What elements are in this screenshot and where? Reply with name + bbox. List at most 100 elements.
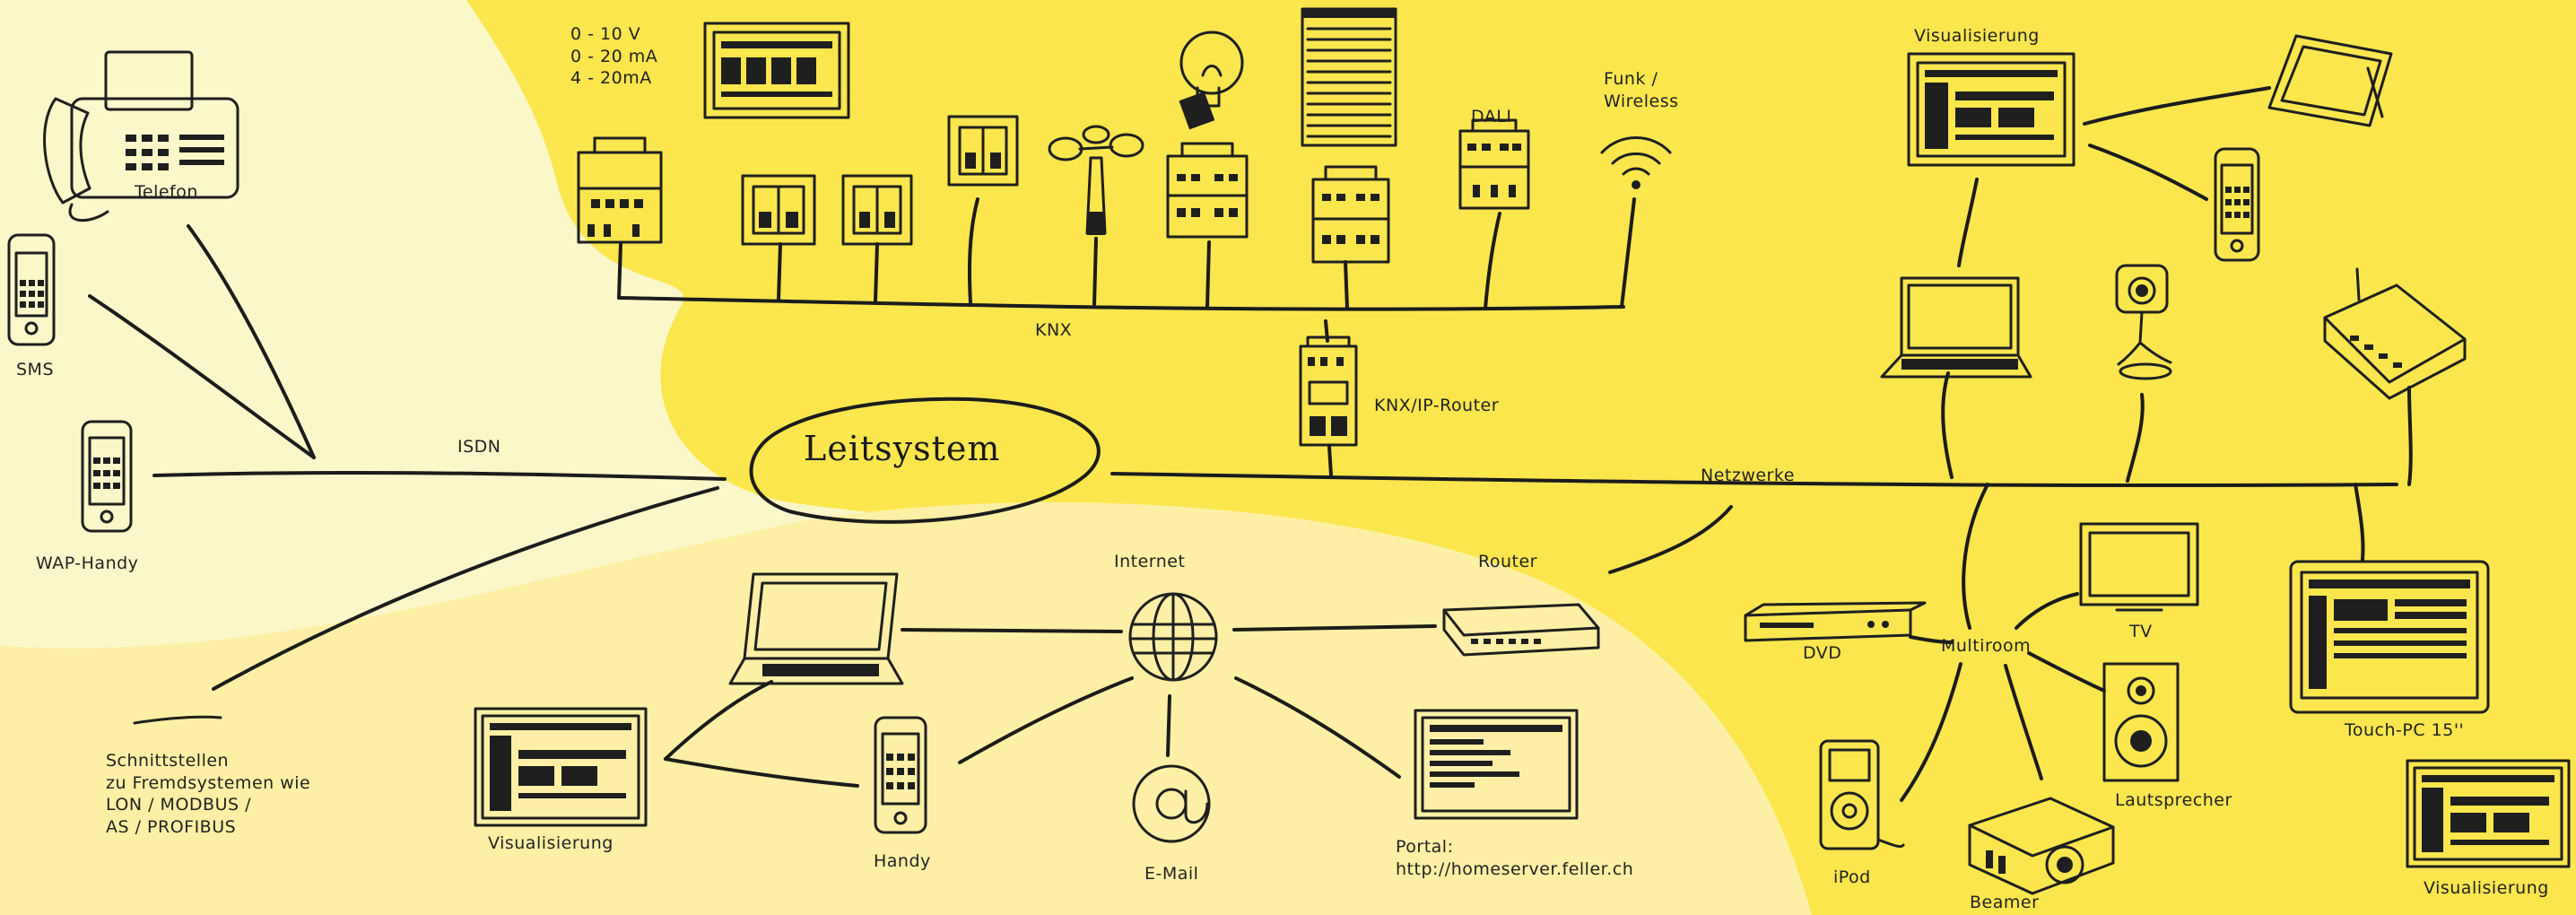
multiroom-tv — [2015, 592, 2079, 630]
knx-drop-7 — [1344, 260, 1349, 310]
net-drop-camera — [2126, 393, 2145, 483]
router-icon — [1442, 603, 1600, 657]
beamer-label: Beamer — [1970, 893, 2040, 912]
screen-icon — [1414, 709, 1579, 820]
schnittstellen-line-3: LON / MODBUS / — [106, 795, 251, 815]
actuator-icon — [577, 136, 663, 244]
knx-drop-4 — [967, 197, 979, 305]
sms-label: SMS — [16, 360, 55, 379]
switch-icon — [947, 115, 1019, 187]
bg-knx-region — [466, 0, 2576, 915]
bulb-icon — [1179, 30, 1244, 130]
net-drop-touchpc — [2354, 483, 2365, 562]
knx-label: KNX — [1035, 320, 1073, 340]
switch-icon — [841, 174, 913, 246]
portal-line-2: http://homeserver.feller.ch — [1396, 858, 1634, 879]
vis-top-down — [1957, 178, 1979, 267]
camera-icon — [2115, 264, 2172, 380]
beamer-icon — [1968, 797, 2115, 895]
internet-portal — [1234, 676, 1401, 779]
net-drop-router — [1608, 505, 1733, 574]
knx-bus-line — [617, 296, 1625, 311]
smartphone-icon — [81, 420, 133, 533]
actuator-icon — [1458, 118, 1530, 210]
net-drop-multiroom — [1962, 483, 1989, 630]
telephone-icon — [43, 50, 239, 222]
laptop-icon — [1880, 276, 2032, 379]
multiroom-beamer — [2004, 664, 2043, 780]
touch-pc-label: Touch-PC 15'' — [2345, 720, 2465, 740]
ipod-label: iPod — [1833, 867, 1871, 887]
wifi-icon — [1600, 136, 1672, 189]
laptop-icon — [728, 572, 904, 685]
screen-icon — [2406, 759, 2571, 868]
lautsprecher-label: Lautsprecher — [2115, 790, 2232, 810]
knx-drop-6 — [1205, 240, 1211, 309]
visualisierung-internet-label: Visualisierung — [488, 833, 614, 853]
internet-label: Internet — [1114, 552, 1186, 571]
isdn-line — [152, 471, 727, 481]
multiroom-ipod — [1900, 662, 1962, 802]
portal-line-1: Portal: — [1396, 837, 1454, 857]
knx-drop-5 — [1092, 237, 1098, 307]
wind-sensor-icon — [1048, 125, 1144, 235]
sms-line — [88, 294, 316, 459]
hub-label: Leitsystem — [804, 429, 1001, 468]
actuator-icon — [1166, 142, 1249, 239]
schnittstellen-label: Schnittstellen zu Fremdsystemen wie LON … — [106, 750, 310, 839]
schnittstellen-line-4: AS / PROFIBUS — [106, 817, 237, 838]
visualisierung-top-label: Visualisierung — [1914, 26, 2040, 46]
at-icon — [1132, 764, 1211, 843]
tv-label: TV — [2129, 622, 2153, 641]
internet-email — [1166, 694, 1171, 757]
ipod-icon — [1819, 739, 1905, 850]
schnittstellen-line-2: zu Fremdsystemen wie — [106, 772, 311, 793]
netzwerke-line — [1110, 472, 2398, 488]
globe-icon — [1128, 592, 1218, 682]
smartphone-icon — [874, 716, 927, 834]
portal-label: Portal: http://homeserver.feller.ch — [1396, 836, 1633, 880]
screen-icon — [1907, 52, 2076, 167]
knx-drop-2 — [777, 242, 782, 301]
analog-line-1: 0 - 10 V — [570, 24, 641, 44]
knx-drop-8 — [1484, 212, 1501, 310]
net-drop-laptop — [1941, 371, 1954, 479]
screen-icon — [703, 22, 850, 119]
wap-label: WAP-Handy — [36, 553, 139, 573]
analog-line-3: 4 - 20mA — [570, 68, 652, 89]
screen-icon — [474, 707, 648, 827]
funk-line-2: Wireless — [1604, 91, 1679, 111]
telefon-line — [187, 224, 316, 459]
knx-drop-9 — [1620, 197, 1636, 309]
visualisierung-bottom-label: Visualisierung — [2424, 878, 2549, 898]
internet-laptop — [901, 628, 1123, 633]
multiroom-speaker — [2027, 651, 2106, 693]
analog-line-2: 0 - 20 mA — [570, 46, 658, 66]
router-icon — [1299, 336, 1358, 447]
bg-internet-region — [0, 502, 1812, 915]
email-label: E-Mail — [1144, 864, 1199, 884]
internet-router — [1232, 624, 1437, 632]
funk-label: Funk / Wireless — [1604, 68, 1679, 112]
laptop-vis — [664, 680, 773, 761]
internet-handy — [958, 676, 1134, 764]
knx-ip-router-label: KNX/IP-Router — [1374, 396, 1500, 415]
modem-icon — [2323, 267, 2467, 400]
schnittstellen-line-1: Schnittstellen — [106, 751, 230, 771]
isdn-label: ISDN — [457, 437, 501, 457]
vis-phone-link — [2088, 144, 2208, 201]
actuator-icon — [1311, 165, 1390, 264]
tablet-icon — [2267, 34, 2393, 127]
blind-icon — [1301, 7, 1397, 147]
hub-ellipse — [749, 396, 1101, 524]
telefon-label: Telefon — [135, 182, 198, 202]
multiroom-label: Multiroom — [1941, 636, 2032, 656]
dvd-icon — [1744, 601, 1927, 642]
handy-label: Handy — [874, 851, 931, 871]
speaker-icon — [2102, 662, 2180, 782]
multiroom-dvd — [1909, 635, 1954, 644]
schnittstellen-mark — [133, 715, 222, 725]
dvd-label: DVD — [1803, 643, 1842, 663]
